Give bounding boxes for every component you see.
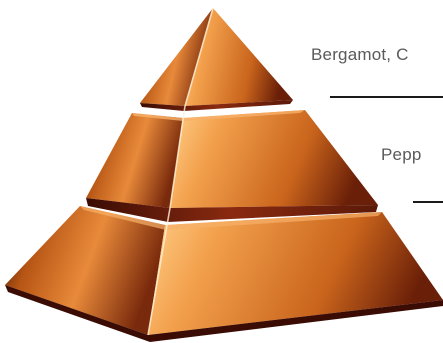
note-rule-top [330,96,443,98]
pyramid-tier-top [140,8,293,111]
note-rule-middle [413,201,443,203]
pyramid-tier-bottom [5,206,443,342]
pyramid-tier-middle [86,110,378,222]
note-label-top: Bergamot, C [311,45,409,65]
note-label-middle: Pepp [381,145,422,165]
